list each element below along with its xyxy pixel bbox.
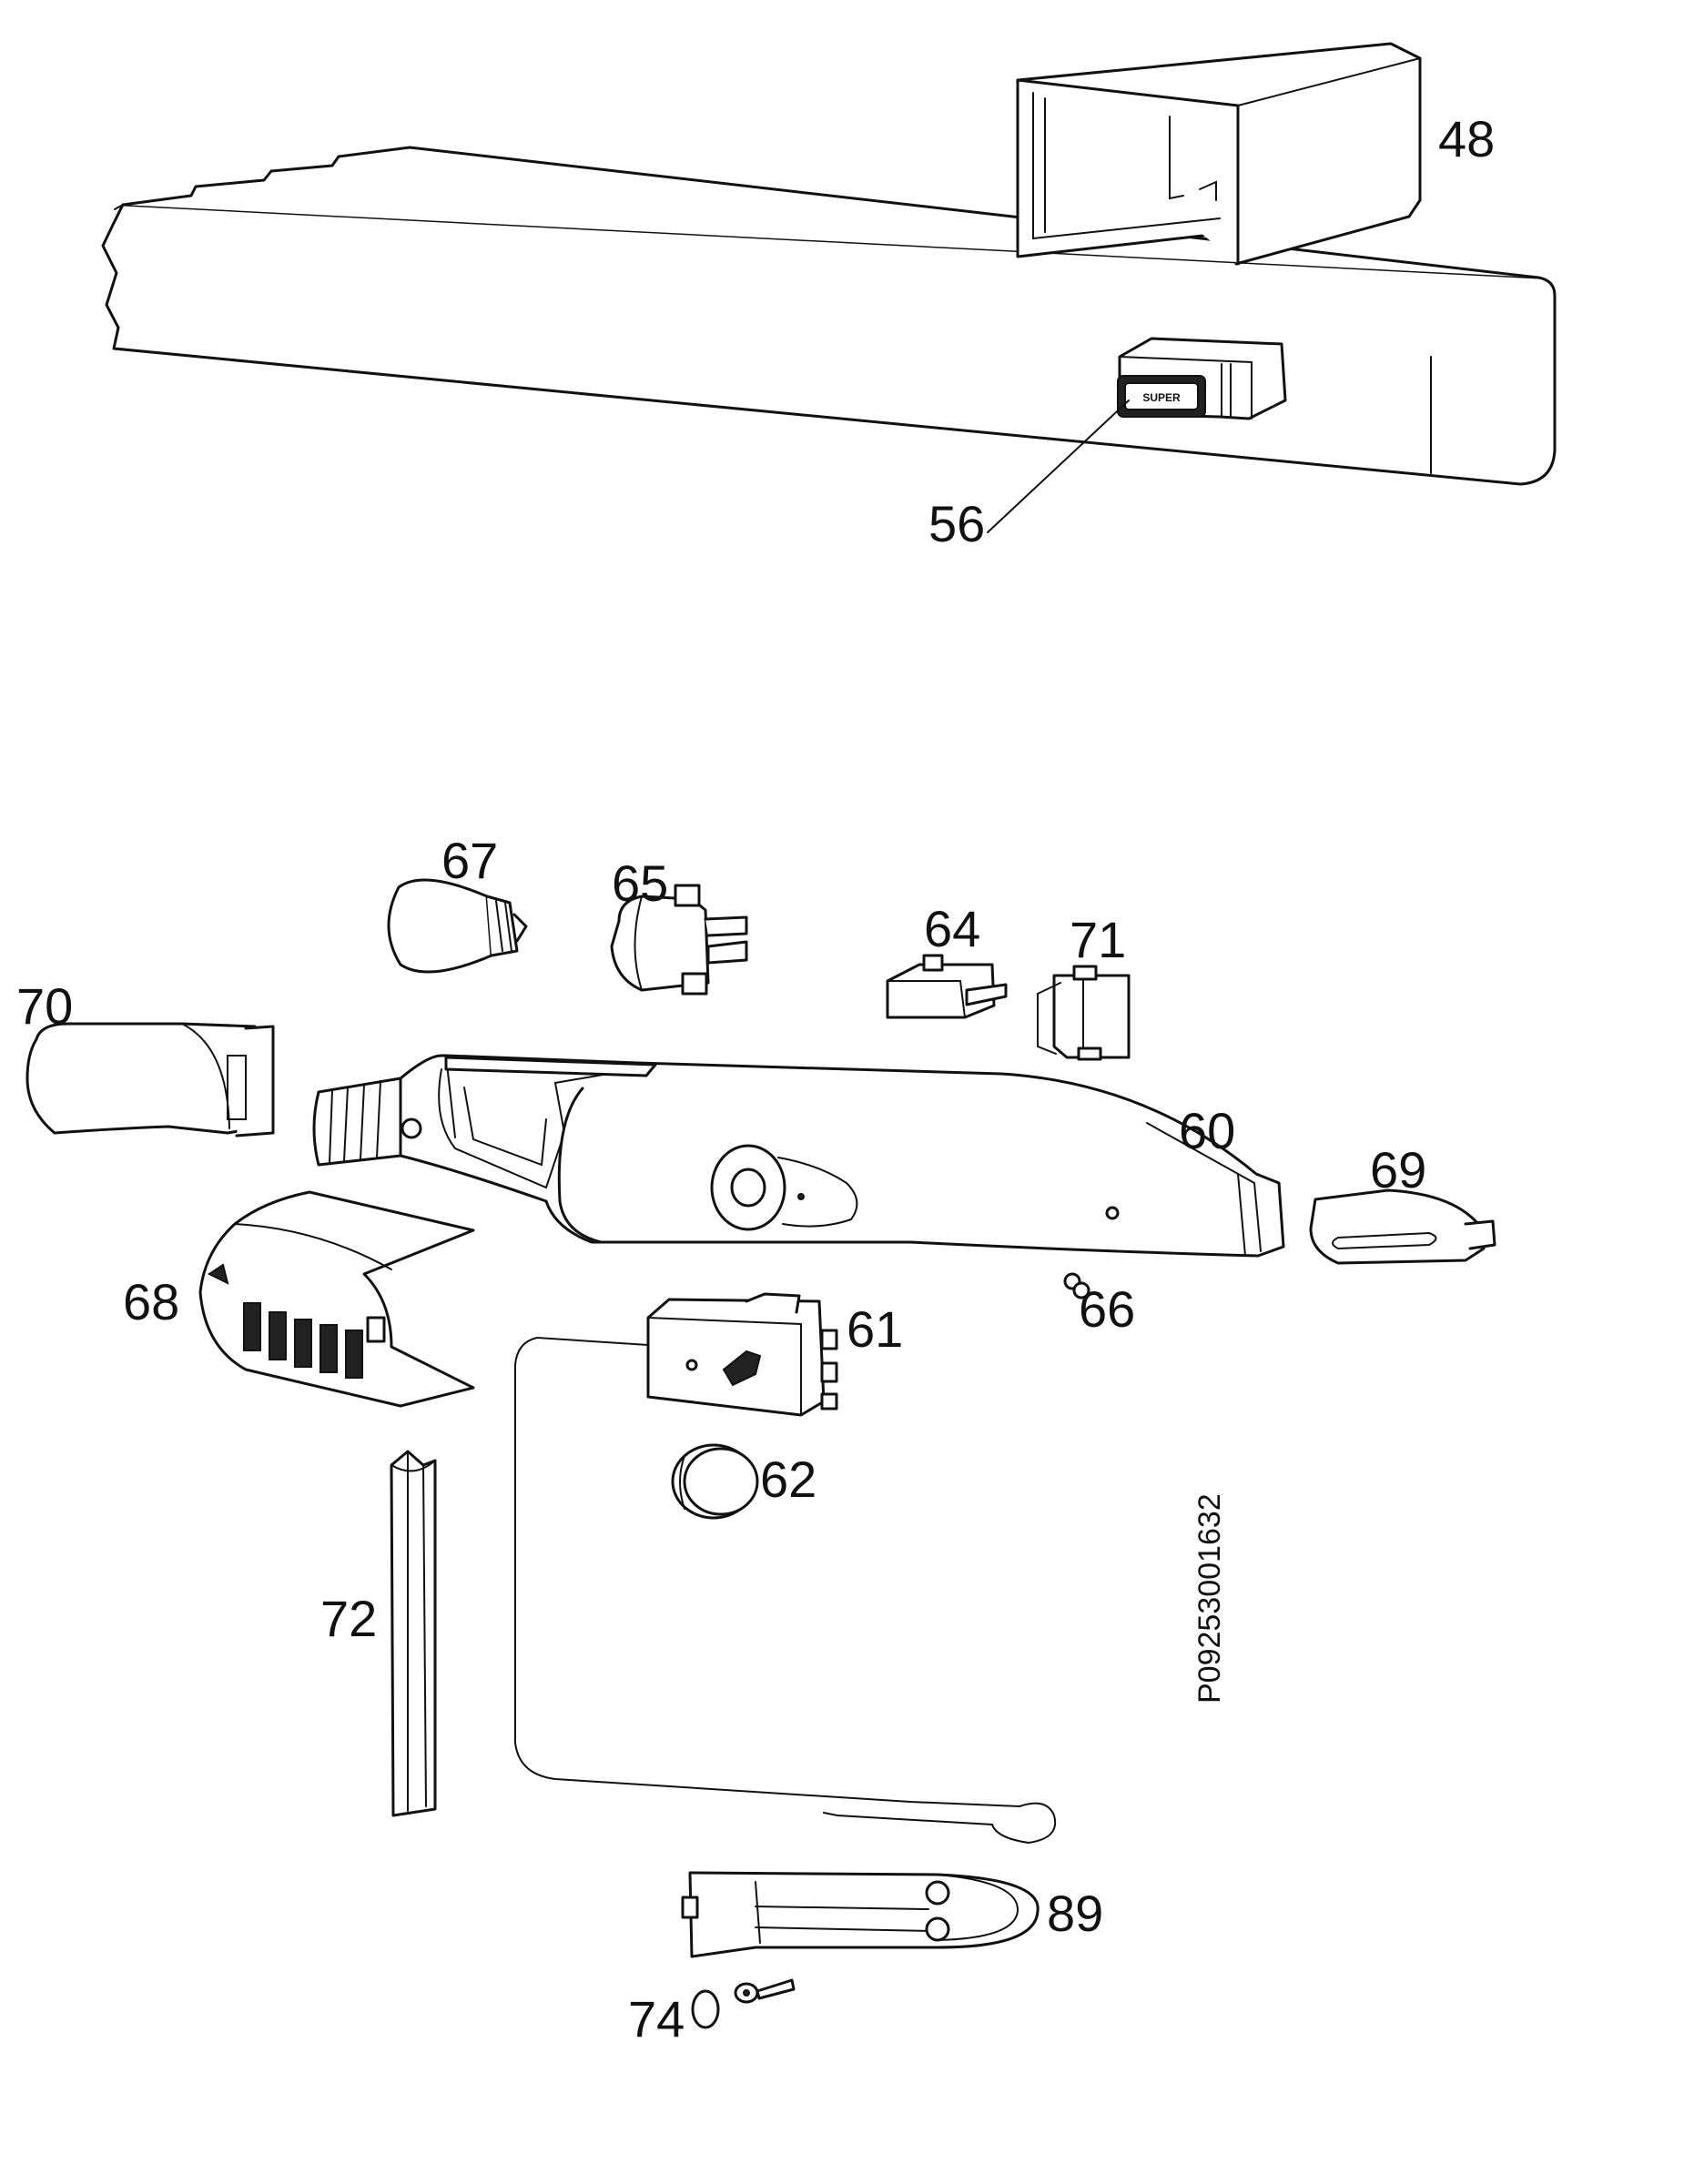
thermostat-capillary-tube: [514, 1336, 1057, 1845]
lamp-socket-thread: [312, 1077, 422, 1167]
leader-56: [987, 399, 1130, 533]
callout-64: 64: [924, 900, 980, 957]
part-64-switch: [886, 954, 1008, 1019]
callout-67: 67: [441, 832, 498, 889]
part-70-lamp-cover: [25, 1022, 275, 1138]
part-66-screw: [1063, 1272, 1090, 1299]
callout-65: 65: [612, 854, 668, 912]
callout-74: 74: [628, 1990, 685, 2048]
callout-48: 48: [1438, 110, 1495, 167]
part-60-thermostat-housing: [399, 1054, 1285, 1258]
callout-56: 56: [928, 495, 985, 552]
part-62-knob-ring: [671, 1443, 759, 1520]
part-89-bracket: [681, 1871, 1040, 1958]
callout-72: 72: [320, 1590, 377, 1647]
part-72-rail: [390, 1450, 437, 1817]
part-48-light-cover: [1016, 42, 1422, 266]
callout-71: 71: [1070, 911, 1126, 968]
callout-89: 89: [1047, 1885, 1103, 1942]
callout-62: 62: [760, 1451, 816, 1508]
part-68-lamp-shield: [198, 1190, 475, 1408]
switch-button-label: SUPER: [1142, 391, 1181, 404]
callout-69: 69: [1370, 1141, 1426, 1198]
callout-66: 66: [1079, 1280, 1135, 1338]
part-71-switch-holder: [1037, 965, 1131, 1061]
part-67-lamp-bulb: [387, 878, 528, 974]
part-74-screw-washer: [691, 1978, 796, 2029]
part-56-super-switch: SUPER: [1117, 337, 1287, 420]
callout-61: 61: [847, 1300, 903, 1358]
document-code: P09253001632: [1192, 1493, 1227, 1704]
part-69-end-cap: [1309, 1188, 1496, 1265]
callout-60: 60: [1179, 1102, 1235, 1159]
part-65-lamp-holder: [610, 884, 748, 996]
part-61-thermostat: [646, 1292, 838, 1417]
callout-70: 70: [16, 977, 73, 1035]
callout-68: 68: [123, 1273, 179, 1330]
